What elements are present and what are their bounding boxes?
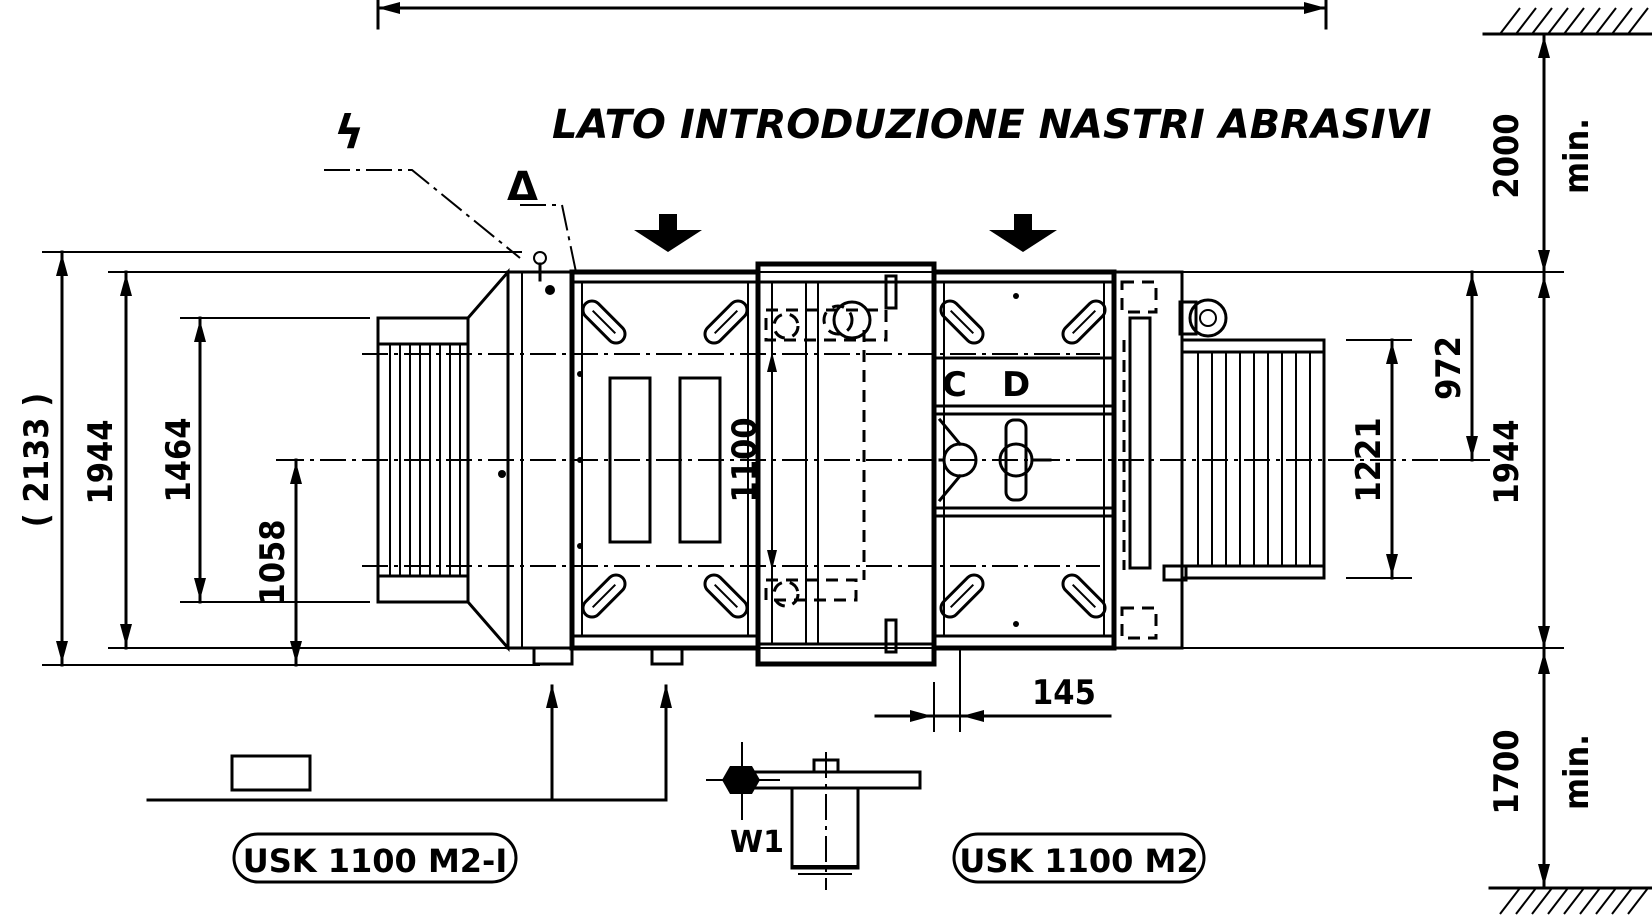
center-width-value: 1100 — [725, 417, 765, 502]
weld-label: W1 — [730, 825, 784, 860]
clearance-top-unit: min. — [1557, 118, 1597, 194]
offset-value: 145 — [1032, 673, 1096, 713]
clearance-bottom-unit: min. — [1557, 734, 1597, 810]
clearance-top-value: 2000 — [1487, 113, 1527, 198]
width-right-value: 1944 — [1487, 419, 1527, 504]
dim-145-line — [874, 648, 1112, 732]
electric-leader-line — [324, 169, 521, 259]
top-dimension-line — [376, 0, 1328, 30]
center-conveyor-section — [755, 261, 937, 667]
model-label-right: USK 1100 M2 — [959, 842, 1198, 880]
ground-hatch-bottom — [1488, 886, 1652, 915]
dim-2133-line — [56, 250, 68, 667]
dim-1464-line — [194, 316, 206, 604]
left-sanding-module — [569, 269, 761, 666]
right-half-value: 972 — [1429, 336, 1469, 400]
clearance-bottom-value: 1700 — [1487, 729, 1527, 814]
dim-972-line — [1440, 270, 1490, 462]
feed-arrow-left-icon — [634, 214, 702, 252]
compartment-d-label: D — [1002, 365, 1030, 405]
right-filter-unit — [1112, 270, 1326, 650]
model-label-left-badge — [232, 832, 518, 884]
overall-width-ref: ( 2133 ) — [17, 393, 57, 527]
dim-1058-line — [290, 458, 302, 667]
model-label-right-badge — [952, 832, 1206, 884]
width-left-value: 1944 — [81, 419, 121, 504]
connection-lines — [146, 684, 672, 802]
weld-detail — [706, 742, 922, 890]
inner-left-value: 1464 — [159, 417, 199, 502]
ground-hatch-top — [1482, 7, 1652, 36]
dim-1944-left-line — [120, 270, 132, 650]
compartment-c-label: C — [942, 365, 967, 405]
axis-height-value: 1058 — [253, 519, 293, 604]
side-label: LATO INTRODUZIONE NASTRI ABRASIVI — [552, 102, 1432, 148]
delta-leader-line — [520, 204, 577, 273]
right-sanding-module — [931, 269, 1117, 651]
extension-lines — [42, 251, 1564, 666]
clearance-dimension — [1538, 32, 1550, 890]
delta-symbol: Δ — [507, 164, 538, 210]
left-filter-unit — [376, 251, 574, 666]
model-label-left: USK 1100 M2-I — [243, 842, 507, 880]
feed-arrow-right-icon — [989, 214, 1057, 252]
electric-symbol-icon: ϟ — [334, 105, 364, 159]
